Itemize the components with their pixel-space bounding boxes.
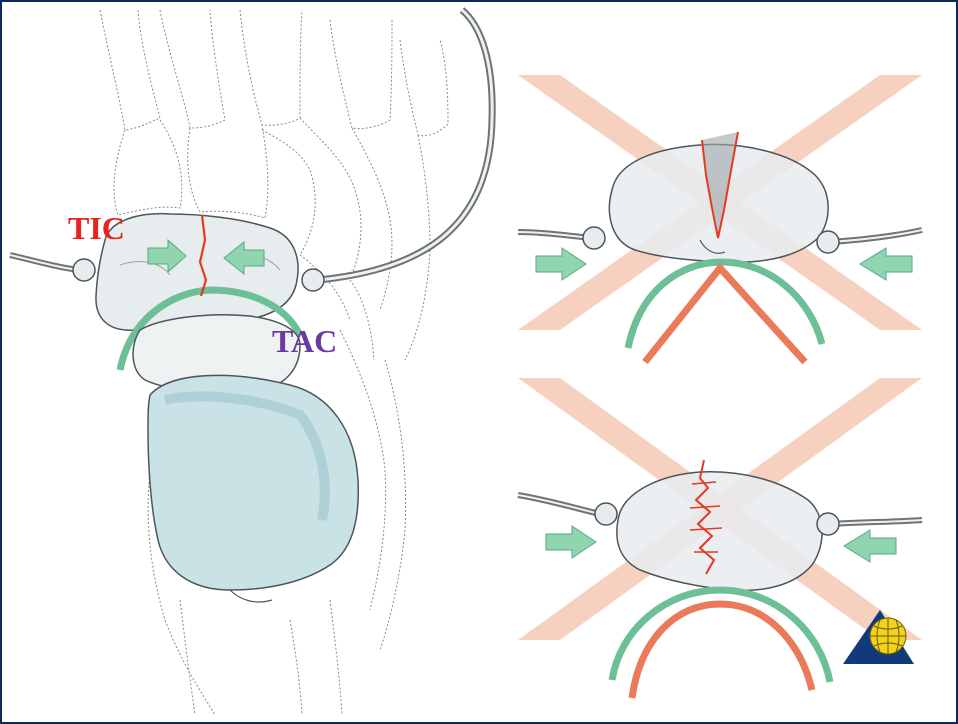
green-arrow-icon xyxy=(546,526,596,558)
red-arch xyxy=(632,604,812,698)
top-panel-incorrect-v xyxy=(518,75,922,362)
tic-label: TIC xyxy=(68,212,125,244)
talus-bone-bottom xyxy=(617,472,822,591)
wire-knob-right xyxy=(302,269,324,291)
wire-knob-left xyxy=(73,259,95,281)
green-arrow-icon xyxy=(536,248,586,280)
green-arrow-icon xyxy=(860,248,912,280)
green-arrow-icon xyxy=(844,530,896,562)
wire-arc xyxy=(318,10,492,280)
tac-label: TAC xyxy=(272,325,337,357)
talus-bone xyxy=(96,214,298,330)
